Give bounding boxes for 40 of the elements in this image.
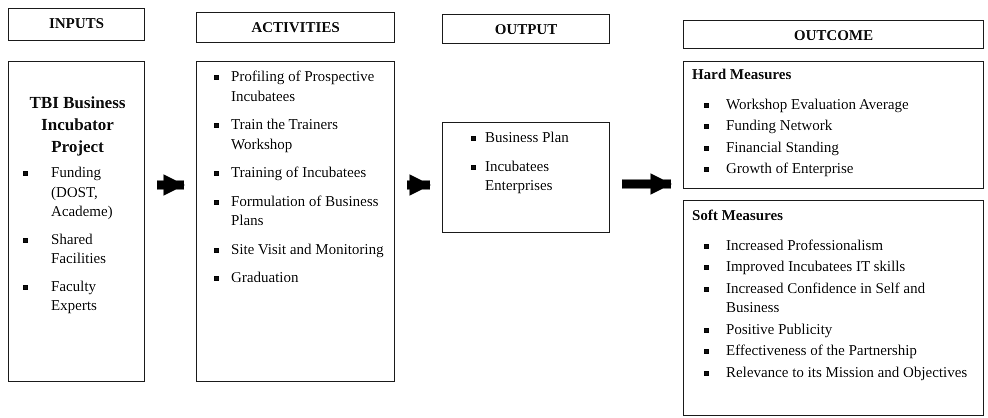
box-heading: Hard Measures xyxy=(692,66,792,85)
bullet-item: Profiling of Prospective Incubatees xyxy=(207,68,388,107)
list-box xyxy=(196,61,395,382)
header-box xyxy=(683,20,984,49)
column-heading: INPUTS xyxy=(48,15,105,33)
box-heading: TBI Business Incubator Project xyxy=(28,92,126,158)
box-heading: Soft Measures xyxy=(692,207,784,226)
bullet-item: Shared Facilities xyxy=(19,230,136,270)
block-arrow xyxy=(622,173,672,195)
bullet-item: Incubatees Enterprises xyxy=(471,158,603,196)
header-box xyxy=(442,14,610,44)
column-heading: OUTPUT xyxy=(494,21,558,39)
bullet-item: Formulation of Business Plans xyxy=(207,192,388,232)
bullet-item: Funding Network xyxy=(692,117,977,136)
bullet-item: Funding (DOST, Academe) xyxy=(19,164,136,223)
column-heading: OUTCOME xyxy=(792,27,874,45)
bullet-item: Financial Standing xyxy=(692,138,977,158)
bullet-item: Growth of Enterprise xyxy=(692,160,977,180)
bullet-item: Increased Professionalism xyxy=(692,236,977,256)
bullet-item: Site Visit and Monitoring xyxy=(207,240,388,260)
block-arrow xyxy=(407,174,432,196)
column-heading: ACTIVITIES xyxy=(250,19,341,37)
bullet-item: Faculty Experts xyxy=(19,278,136,317)
bullet-item: Workshop Evaluation Average xyxy=(692,96,977,115)
bullet-item: Business Plan xyxy=(471,129,603,148)
header-box xyxy=(196,12,395,43)
list-box xyxy=(683,200,984,416)
bullet-item: Graduation xyxy=(207,269,388,288)
bullet-item: Train the Trainers Workshop xyxy=(207,116,388,155)
bullet-item: Relevance to its Mission and Objectives xyxy=(692,364,977,383)
bullet-item: Improved Incubatees IT skills xyxy=(692,258,977,278)
bullet-item: Training of Incubatees xyxy=(207,164,388,184)
list-box xyxy=(8,61,145,382)
list-box xyxy=(683,61,984,189)
bullet-item: Increased Confidence in Self and Business xyxy=(692,280,977,318)
bullet-item: Effectiveness of the Partnership xyxy=(692,342,977,362)
header-box xyxy=(8,8,145,41)
list-box xyxy=(442,122,610,233)
bullet-item: Positive Publicity xyxy=(692,320,977,340)
block-arrow xyxy=(157,174,186,196)
